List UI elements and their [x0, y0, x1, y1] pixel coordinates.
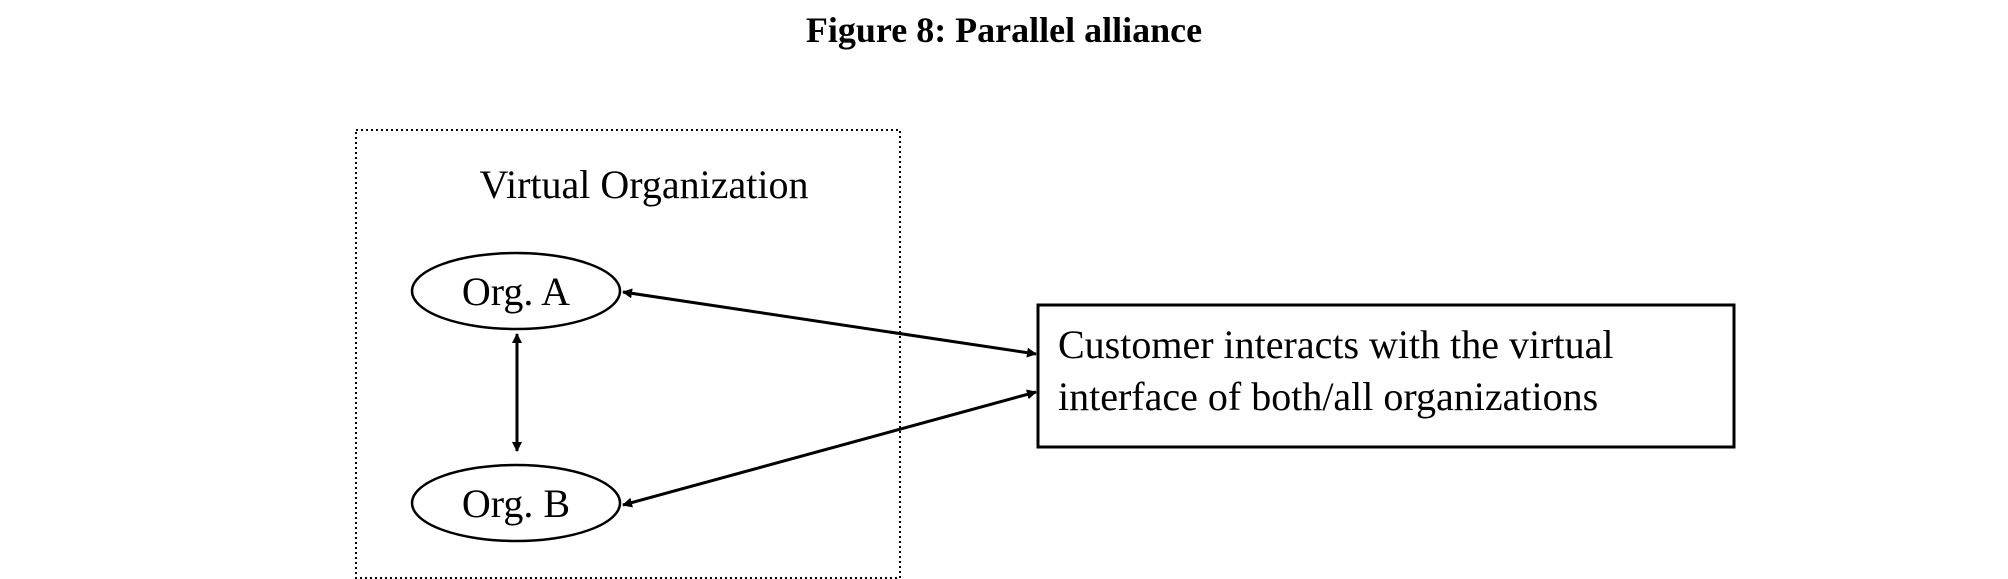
org-b-label: Org. B: [462, 481, 570, 526]
arrow-org-b-customer: [622, 389, 1037, 508]
customer-label-line-1: Customer interacts with the virtual: [1058, 322, 1613, 367]
org-b-node: [410, 463, 622, 543]
virtual-organization-container: [355, 129, 901, 579]
org-a-label: Org. A: [462, 269, 570, 314]
virtual-organization-label: Virtual Organization: [480, 162, 809, 207]
customer-label-line-2: interface of both/all organizations: [1058, 374, 1598, 419]
figure-title: Figure 8: Parallel alliance: [805, 10, 1203, 50]
arrow-org-a-customer: [622, 288, 1037, 358]
customer-box: [1036, 303, 1736, 449]
org-a-node: [410, 251, 622, 331]
